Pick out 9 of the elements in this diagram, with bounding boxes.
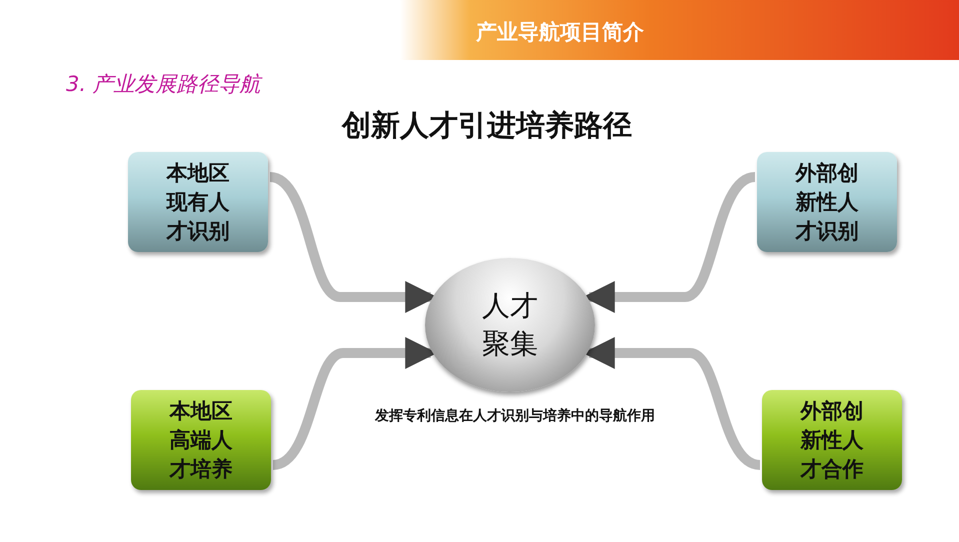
process-box: 外部创新性人才合作 bbox=[762, 390, 902, 490]
section-heading: 3. 产业发展路径导航 bbox=[66, 71, 261, 98]
process-box: 本地区高端人才培养 bbox=[131, 390, 271, 490]
center-ellipse: 人才聚集 bbox=[425, 258, 595, 392]
note-text: 发挥专利信息在人才识别与培养中的导航作用 bbox=[374, 406, 656, 426]
header-title: 产业导航项目简介 bbox=[475, 19, 645, 46]
process-box: 外部创新性人才识别 bbox=[757, 152, 897, 252]
process-box: 本地区现有人才识别 bbox=[128, 152, 268, 252]
diagram-title: 创新人才引进培养路径 bbox=[340, 107, 633, 144]
